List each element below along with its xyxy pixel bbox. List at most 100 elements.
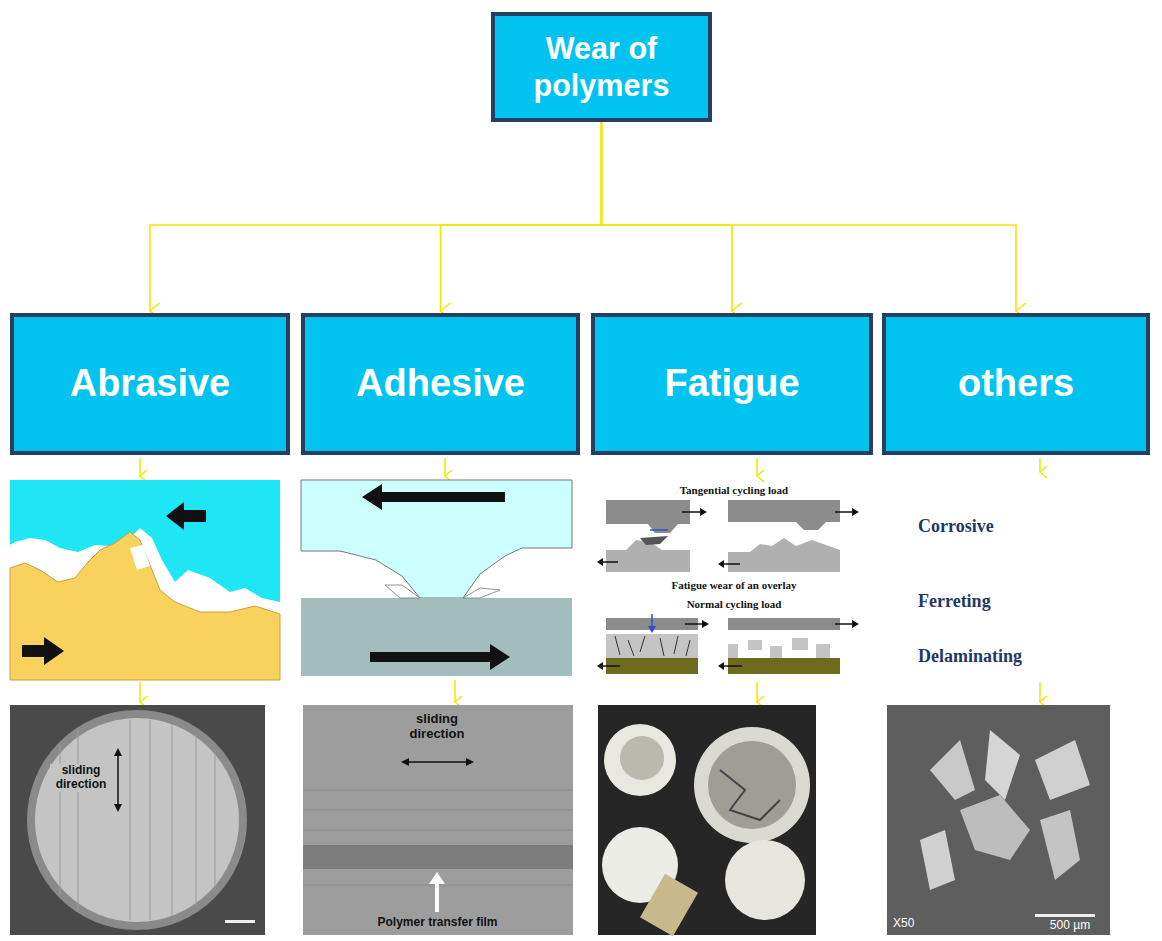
fatigue-sketch-part xyxy=(606,500,690,533)
fatigue-photo-part xyxy=(640,874,698,936)
fatigue-sketch-part xyxy=(597,662,603,670)
fatigue-sketch-part xyxy=(816,644,830,658)
abrasive-photo-part-part xyxy=(215,750,216,890)
box-title: others xyxy=(958,361,1074,407)
fatigue-sketch-part xyxy=(852,508,859,516)
adhesive-photo-part-part xyxy=(303,790,573,791)
abrasive-photo-part xyxy=(117,752,119,808)
fatigue-sketch-part xyxy=(603,561,618,563)
fatigue-sketch-part xyxy=(728,538,840,572)
abrasive-sketch-part xyxy=(22,637,64,665)
fatigue-photo-part xyxy=(720,770,780,820)
fatigue-photo-part xyxy=(620,736,664,780)
category-box: Adhesive xyxy=(301,313,580,455)
fatigue-sketch-part xyxy=(718,560,724,568)
adhesive-photo-part-part xyxy=(303,830,573,831)
fatigue-sketch-part xyxy=(724,665,742,667)
photo-annotation: sliding direction xyxy=(392,712,482,742)
delamination-photo-part xyxy=(930,740,975,800)
adhesive-photo-part xyxy=(429,872,445,884)
fatigue-sketch-part xyxy=(700,508,707,516)
abrasive-photo-part xyxy=(35,718,239,922)
delamination-photo-part xyxy=(1035,740,1090,800)
abrasive-photo xyxy=(10,705,265,935)
fatigue-sketch-part xyxy=(728,658,840,674)
fatigue-photo xyxy=(598,705,816,936)
abrasive-sketch-part xyxy=(10,532,280,680)
fatigue-sketch-part xyxy=(852,620,859,628)
wear-type: Ferreting xyxy=(918,591,1118,612)
fatigue-sketch-part xyxy=(724,563,740,565)
fatigue-sketch-part xyxy=(651,614,653,628)
fatigue-sketch-part xyxy=(702,620,709,628)
box-title: Abrasive xyxy=(70,361,231,407)
fatigue-sketch-part xyxy=(685,623,702,625)
scale-bar-label: 500 µm xyxy=(1040,919,1100,933)
abrasive-sketch-part xyxy=(166,502,206,530)
adhesive-sketch-part xyxy=(301,480,572,598)
adhesive-sketch xyxy=(301,480,572,676)
abrasive-photo-part xyxy=(27,710,247,930)
fatigue-sketch-part xyxy=(792,638,808,650)
pointer-arrows-part xyxy=(1039,458,1041,472)
tree-connector xyxy=(602,122,733,311)
tree-connector xyxy=(150,122,602,311)
fatigue-sketch-part xyxy=(648,626,656,633)
fatigue-sketch-part xyxy=(835,623,852,625)
delamination-photo-part xyxy=(920,830,955,890)
abrasive-sketch xyxy=(10,480,280,680)
pointer-arrows-part xyxy=(139,682,141,702)
pointer-arrows-part xyxy=(1039,682,1041,702)
abrasive-photo-part-part xyxy=(78,730,79,910)
sketch-caption: Tangential cycling load xyxy=(598,484,870,497)
photo-annotation: sliding direction xyxy=(50,764,112,792)
fatigue-photo-part xyxy=(604,724,676,796)
adhesive-photo-part-part xyxy=(303,810,573,811)
fatigue-sketch-part xyxy=(728,500,840,530)
box-title: Wear of polymers xyxy=(495,30,708,103)
delamination-photo xyxy=(887,705,1110,935)
fatigue-sketch-part xyxy=(606,634,698,658)
adhesive-photo-part xyxy=(405,761,470,763)
adhesive-sketch-part xyxy=(362,484,505,510)
abrasive-photo-part xyxy=(10,705,265,935)
fatigue-sketch-part xyxy=(835,511,852,513)
photo-annotation: Polymer transfer film xyxy=(355,916,520,930)
abrasive-photo-part-part xyxy=(196,735,197,905)
adhesive-photo xyxy=(303,705,573,935)
sketch-caption: Normal cycling load xyxy=(598,598,870,611)
fatigue-sketch-part xyxy=(748,640,762,650)
abrasive-photo-part xyxy=(225,920,255,923)
adhesive-photo-part xyxy=(303,845,573,869)
tree-connector xyxy=(441,122,602,311)
fatigue-photo-part xyxy=(708,741,796,829)
pointer-arrows-part xyxy=(454,680,456,702)
abrasive-photo-part-part xyxy=(150,720,151,920)
pointer-arrows-part xyxy=(444,458,446,476)
adhesive-photo-part xyxy=(466,758,474,766)
pointer-arrows-part xyxy=(139,458,141,476)
abrasive-photo-part-part xyxy=(130,720,131,920)
fatigue-sketch-part xyxy=(728,644,738,658)
wear-type: Delaminating xyxy=(918,646,1118,667)
fatigue-sketch-part xyxy=(728,618,840,630)
adhesive-photo-part xyxy=(303,790,573,885)
magnification: X50 xyxy=(893,917,933,931)
delamination-photo-part xyxy=(985,730,1020,800)
pointer-arrows-part xyxy=(756,458,758,476)
fatigue-sketch-part xyxy=(770,646,782,658)
wear-type: Corrosive xyxy=(918,516,1118,537)
box-title: Adhesive xyxy=(356,361,525,407)
tree-connector xyxy=(602,122,1017,311)
fatigue-sketch-part xyxy=(603,665,620,667)
category-box: Fatigue xyxy=(591,313,873,455)
abrasive-sketch-part xyxy=(130,545,150,570)
adhesive-sketch-part xyxy=(385,585,420,598)
abrasive-photo-part-part xyxy=(172,724,173,916)
fatigue-photo-part xyxy=(694,727,810,843)
abrasive-photo-part xyxy=(114,748,122,756)
adhesive-sketch-part xyxy=(301,598,572,676)
